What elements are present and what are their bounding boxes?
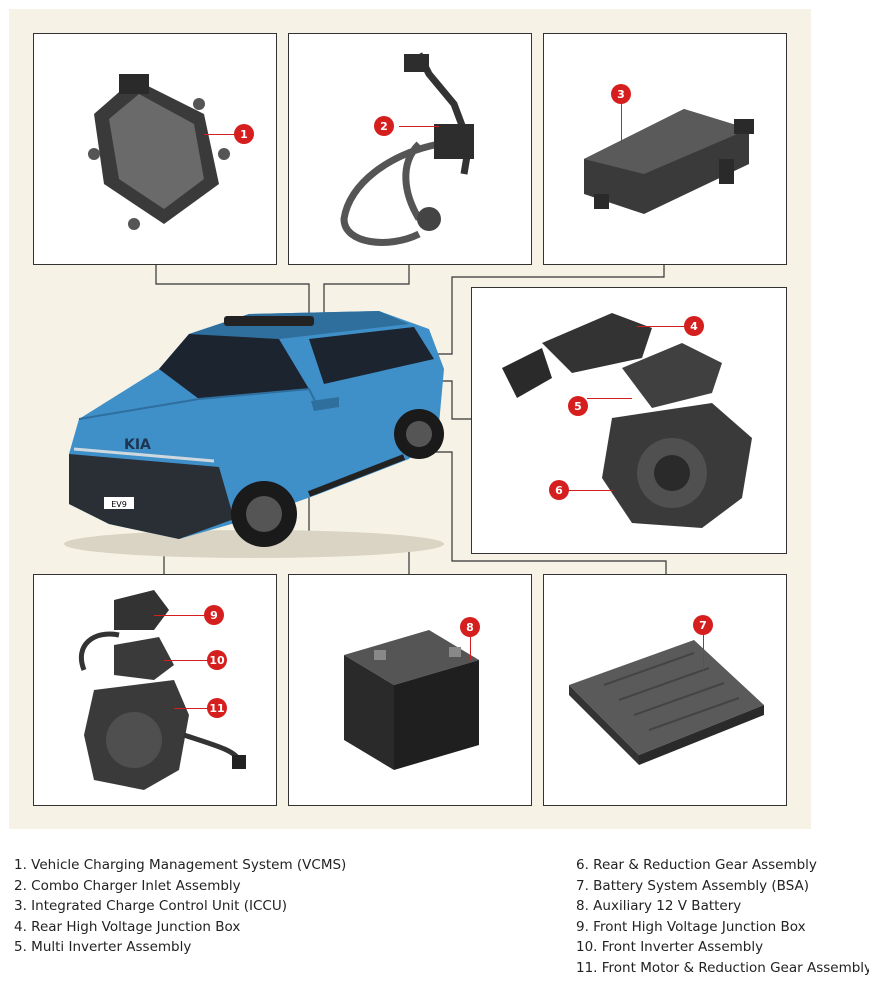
legend-item: 6. Rear & Reduction Gear Assembly — [576, 857, 817, 873]
box-12v-battery: 8 — [288, 574, 532, 806]
front-drivetrain-parts-image — [79, 590, 246, 790]
callout-10: 10 — [207, 650, 227, 670]
callout-2: 2 — [374, 116, 394, 136]
box-front-drivetrain: 9 10 11 — [33, 574, 277, 806]
legend-item: 11. Front Motor & Reduction Gear Assembl… — [576, 959, 869, 976]
legend-item: 2. Combo Charger Inlet Assembly — [14, 877, 241, 894]
legend-item: 10. Front Inverter Assembly — [576, 939, 764, 956]
vcms-part-image — [88, 74, 230, 230]
callout-9: 9 — [204, 605, 224, 625]
callout-8: 8 — [460, 617, 480, 637]
legend-item: 3. Integrated Charge Control Unit (ICCU) — [14, 898, 288, 915]
rear-drivetrain-parts-image — [502, 313, 752, 528]
legend-item: 9. Front High Voltage Junction Box — [576, 918, 806, 935]
legend-right-column: 6. Rear & Reduction Gear Assembly 7. Bat… — [576, 855, 869, 979]
iccu-part-image — [584, 109, 754, 214]
car-illustration: EV9 KIA — [64, 311, 444, 558]
callout-5: 5 — [568, 396, 588, 416]
legend-item: 5. Multi Inverter Assembly — [14, 939, 192, 956]
legend-item: 4. Rear High Voltage Junction Box — [14, 918, 241, 935]
callout-7: 7 — [693, 615, 713, 635]
legend-item: 7. Battery System Assembly (BSA) — [576, 877, 810, 894]
legend-left-column: 1. Vehicle Charging Management System (V… — [14, 855, 346, 958]
box-rear-drivetrain: 4 5 6 — [471, 287, 787, 554]
svg-text:KIA: KIA — [124, 437, 151, 453]
box-battery-system: 7 — [543, 574, 787, 806]
car-badge: EV9 — [111, 500, 127, 509]
components-diagram: EV9 KIA 1 2 — [9, 9, 811, 829]
battery-system-part-image — [569, 640, 764, 765]
callout-6: 6 — [549, 480, 569, 500]
legend-item: 8. Auxiliary 12 V Battery — [576, 898, 742, 915]
box-iccu: 3 — [543, 33, 787, 265]
battery-12v-part-image — [344, 630, 479, 770]
legend-item: 1. Vehicle Charging Management System (V… — [14, 857, 347, 873]
callout-4: 4 — [684, 316, 704, 336]
callout-11: 11 — [207, 698, 227, 718]
charger-inlet-part-image — [340, 52, 474, 246]
callout-1: 1 — [234, 124, 254, 144]
callout-3: 3 — [611, 84, 631, 104]
box-vcms: 1 — [33, 33, 277, 265]
box-charger-inlet: 2 — [288, 33, 532, 265]
